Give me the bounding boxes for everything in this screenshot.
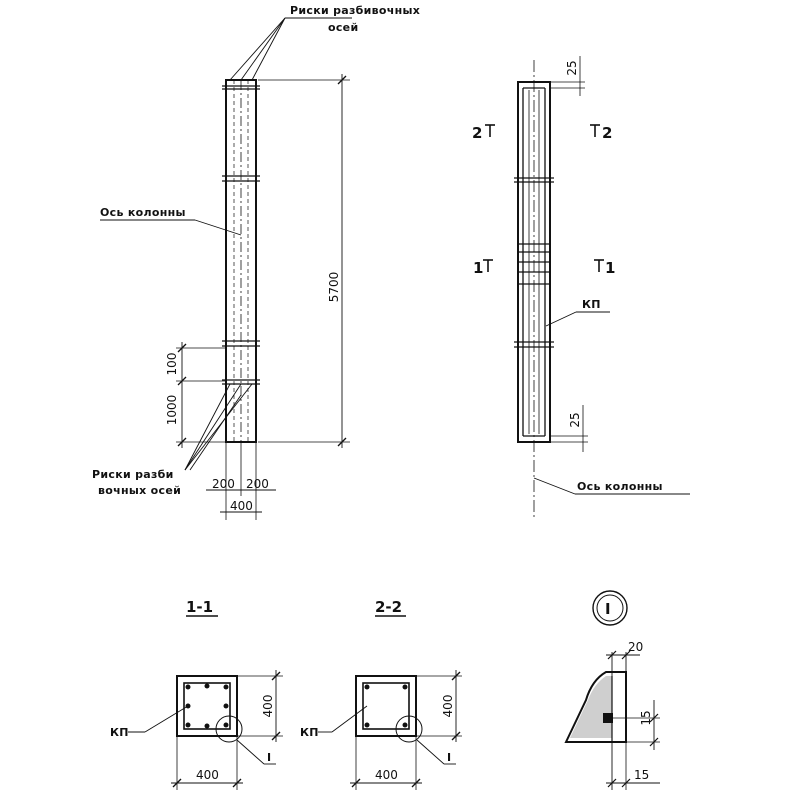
node-title-i: I [605, 600, 611, 618]
node-detail-i [564, 590, 660, 790]
dim-100: 100 [165, 353, 179, 376]
dim-section-2-width: 400 [375, 768, 398, 782]
section-1-1 [128, 670, 283, 790]
dim-height-5700: 5700 [327, 272, 341, 303]
section-title-2-2: 2-2 [375, 598, 402, 616]
dim-half-right-200: 200 [246, 477, 269, 491]
kp-label-elevation: КП [582, 298, 601, 311]
section-2-2 [318, 670, 462, 790]
dim-1000: 1000 [165, 395, 179, 426]
dim-width-400: 400 [230, 499, 253, 513]
dim-half-left-200: 200 [212, 477, 235, 491]
column-axis-label-right: Ось колонны [577, 480, 663, 493]
node-mark-1: I [267, 751, 271, 764]
dim-node-15-vertical: 15 [639, 710, 653, 725]
dim-top-25: 25 [565, 60, 579, 75]
kp-label-section-1: КП [110, 726, 129, 739]
column-elevation-right [483, 56, 690, 520]
dim-node-20: 20 [628, 640, 643, 654]
dim-bottom-25: 25 [568, 412, 582, 427]
risk-axes-bottom-label-2: вочных осей [98, 484, 181, 497]
dim-section-1-height: 400 [261, 695, 275, 718]
risk-axes-bottom-label-1: Риски разби [92, 468, 174, 481]
node-mark-2: I [447, 751, 451, 764]
column-elevation-left [100, 17, 352, 520]
cut-mark-1-right: 1 [605, 259, 615, 277]
column-axis-label-left: Ось колонны [100, 206, 186, 219]
risk-axes-top-label-1: Риски разбивочных [290, 4, 420, 17]
section-title-1-1: 1-1 [186, 598, 213, 616]
risk-axes-top-label-2: осей [328, 21, 358, 34]
kp-label-section-2: КП [300, 726, 319, 739]
cut-mark-2-right: 2 [602, 124, 612, 142]
dim-section-1-width: 400 [196, 768, 219, 782]
dim-section-2-height: 400 [441, 695, 455, 718]
cut-mark-1-left: 1 [473, 259, 483, 277]
dim-node-15-horizontal: 15 [634, 768, 649, 782]
cut-mark-2-left: 2 [472, 124, 482, 142]
